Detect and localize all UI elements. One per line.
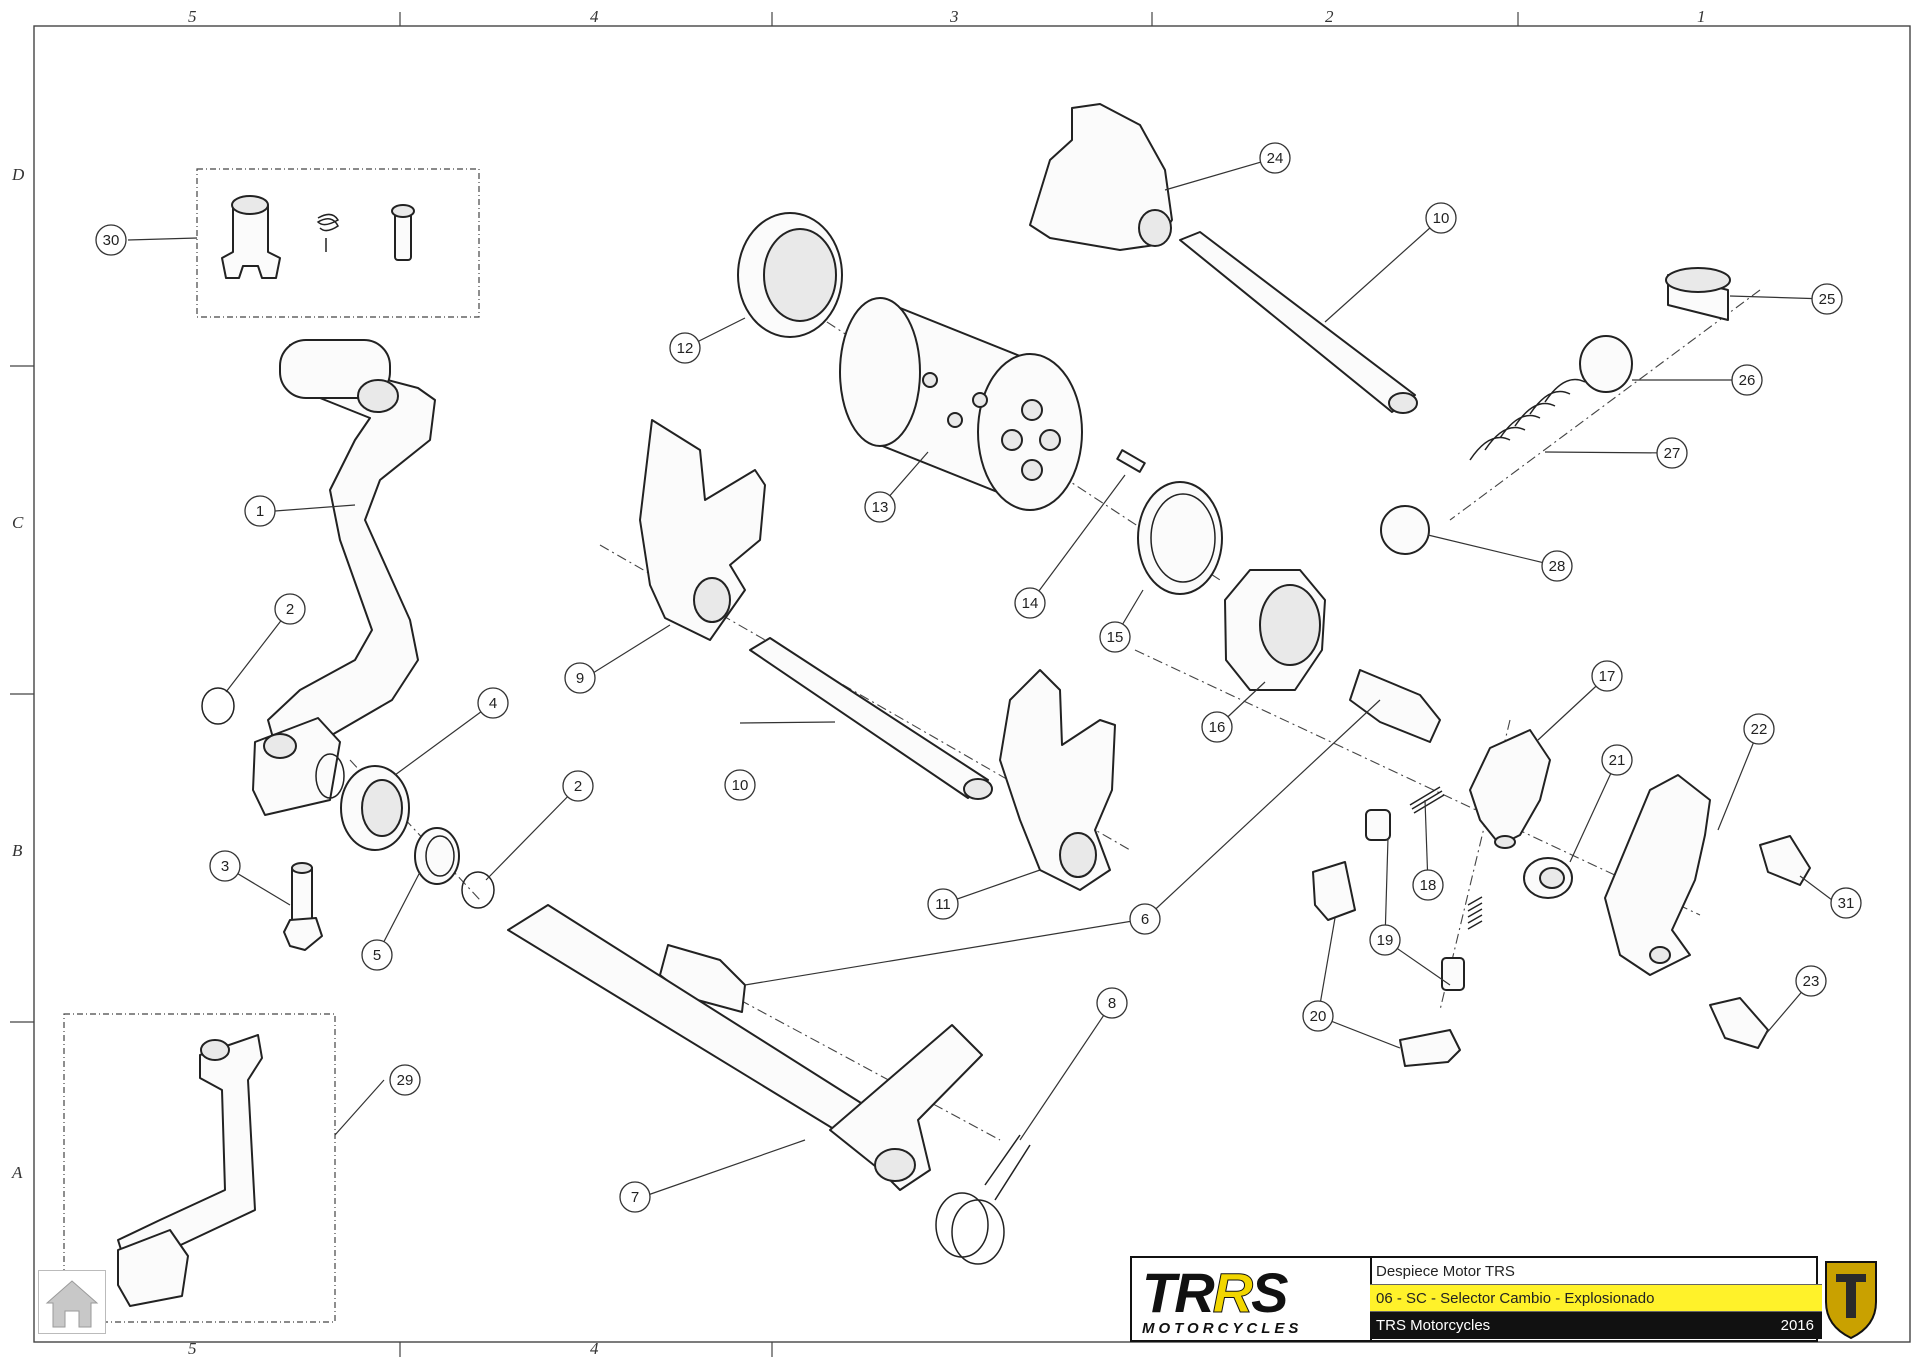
callout-5: 5 xyxy=(373,947,381,964)
callout-2: 2 xyxy=(574,778,582,795)
part-17-selector xyxy=(1469,729,1551,849)
drawing-year: 2016 xyxy=(1780,1317,1814,1334)
trs-shield-logo xyxy=(1825,1261,1877,1340)
part-20-block xyxy=(1312,861,1461,1067)
callout-31: 31 xyxy=(1838,895,1855,912)
callout-23: 23 xyxy=(1803,973,1820,990)
part-23-bolt xyxy=(1709,997,1769,1049)
row-label: C xyxy=(12,513,24,532)
row-label: A xyxy=(11,1163,23,1182)
callout-1: 1 xyxy=(256,503,264,520)
part-6-spindle xyxy=(659,669,1441,1013)
callout-22: 22 xyxy=(1751,721,1768,738)
callout-9: 9 xyxy=(576,670,584,687)
part-26-washer xyxy=(1579,335,1633,393)
callout-17: 17 xyxy=(1599,668,1616,685)
callout-2: 2 xyxy=(286,601,294,618)
callout-28: 28 xyxy=(1549,558,1566,575)
col-label: 5 xyxy=(188,1339,197,1357)
drawing-frame xyxy=(33,25,1911,1343)
part-18-spring xyxy=(1409,786,1483,930)
row-label: D xyxy=(11,165,25,184)
callout-26: 26 xyxy=(1739,372,1756,389)
title-line-2: 06 - SC - Selector Cambio - Explosionado xyxy=(1370,1285,1822,1312)
part-2-circlip xyxy=(201,687,495,909)
callout-21: 21 xyxy=(1609,752,1626,769)
part-3-bolt xyxy=(283,862,323,951)
part-29-kit-lever xyxy=(117,1034,263,1307)
callout-8: 8 xyxy=(1108,995,1116,1012)
callout-6: 6 xyxy=(1141,911,1149,928)
callout-24: 24 xyxy=(1267,150,1284,167)
callout-25: 25 xyxy=(1819,291,1836,308)
callout-12: 12 xyxy=(677,340,694,357)
title-line-1: Despiece Motor TRS xyxy=(1370,1258,1822,1285)
callout-19: 19 xyxy=(1377,932,1394,949)
company-name: TRS Motorcycles xyxy=(1376,1317,1491,1334)
callout-13: 13 xyxy=(872,499,889,516)
part-9-fork xyxy=(639,419,766,641)
part-16-selector-star xyxy=(1224,569,1326,691)
callout-4: 4 xyxy=(489,695,497,712)
callout-10: 10 xyxy=(1433,210,1450,227)
callout-20: 20 xyxy=(1310,1008,1327,1025)
col-label: 2 xyxy=(1325,7,1334,26)
part-10-rod xyxy=(749,231,1418,800)
col-label: 4 xyxy=(590,7,599,26)
part-8-spring xyxy=(935,1134,1031,1265)
callout-16: 16 xyxy=(1209,719,1226,736)
callout-7: 7 xyxy=(631,1189,639,1206)
part-31-bolt xyxy=(1759,835,1811,886)
callout-15: 15 xyxy=(1107,629,1124,646)
part-15-bearing xyxy=(1137,481,1223,595)
grid-labels: 5 4 3 2 1 5 4 D C B A xyxy=(11,7,1706,1357)
callout-10: 10 xyxy=(732,777,749,794)
part-28-ball xyxy=(1380,505,1430,555)
title-line-3: TRS Motorcycles 2016 xyxy=(1370,1312,1822,1339)
part-1-shift-lever xyxy=(252,339,436,816)
part-25-plug xyxy=(1665,267,1731,321)
callout-14: 14 xyxy=(1022,595,1039,612)
part-12-bearing xyxy=(737,212,843,338)
callout-balloons: 1 2 2 3 4 5 6 7 8 9 10 10 11 12 13 14 15… xyxy=(95,142,1862,1213)
part-7-shift-shaft xyxy=(507,904,983,1191)
part-11-fork xyxy=(999,669,1116,891)
callout-18: 18 xyxy=(1420,877,1437,894)
brand-name: TRRS xyxy=(1142,1261,1289,1325)
title-block: TRRS MOTORCYCLES Despiece Motor TRS 06 -… xyxy=(1130,1256,1822,1342)
part-13-shift-drum xyxy=(839,297,1083,511)
part-21-washer xyxy=(1523,857,1573,899)
part-5-washer xyxy=(414,827,460,885)
col-label: 3 xyxy=(949,7,959,26)
kit-box-30 xyxy=(196,168,480,318)
kit-box-29 xyxy=(63,1013,336,1323)
row-label: B xyxy=(12,841,23,860)
part-19-plunger xyxy=(1365,809,1465,991)
col-label: 1 xyxy=(1697,7,1706,26)
part-4-bearing xyxy=(340,765,410,851)
brand-sub: MOTORCYCLES xyxy=(1142,1320,1303,1337)
part-24-fork xyxy=(1029,103,1173,251)
grid-ticks xyxy=(10,12,1519,1357)
home-button[interactable] xyxy=(38,1270,106,1334)
callout-3: 3 xyxy=(221,858,229,875)
trrs-logo: TRRS MOTORCYCLES xyxy=(1132,1258,1372,1340)
callout-27: 27 xyxy=(1664,445,1681,462)
part-30-kit xyxy=(221,195,415,279)
home-icon xyxy=(45,1280,99,1328)
col-label: 4 xyxy=(590,1339,599,1357)
callout-30: 30 xyxy=(103,232,120,249)
callout-11: 11 xyxy=(935,896,951,913)
part-14-pin xyxy=(1116,449,1146,473)
callout-29: 29 xyxy=(397,1072,414,1089)
col-label: 5 xyxy=(188,7,197,26)
part-22-plate xyxy=(1604,774,1711,976)
part-27-spring xyxy=(1469,378,1586,461)
